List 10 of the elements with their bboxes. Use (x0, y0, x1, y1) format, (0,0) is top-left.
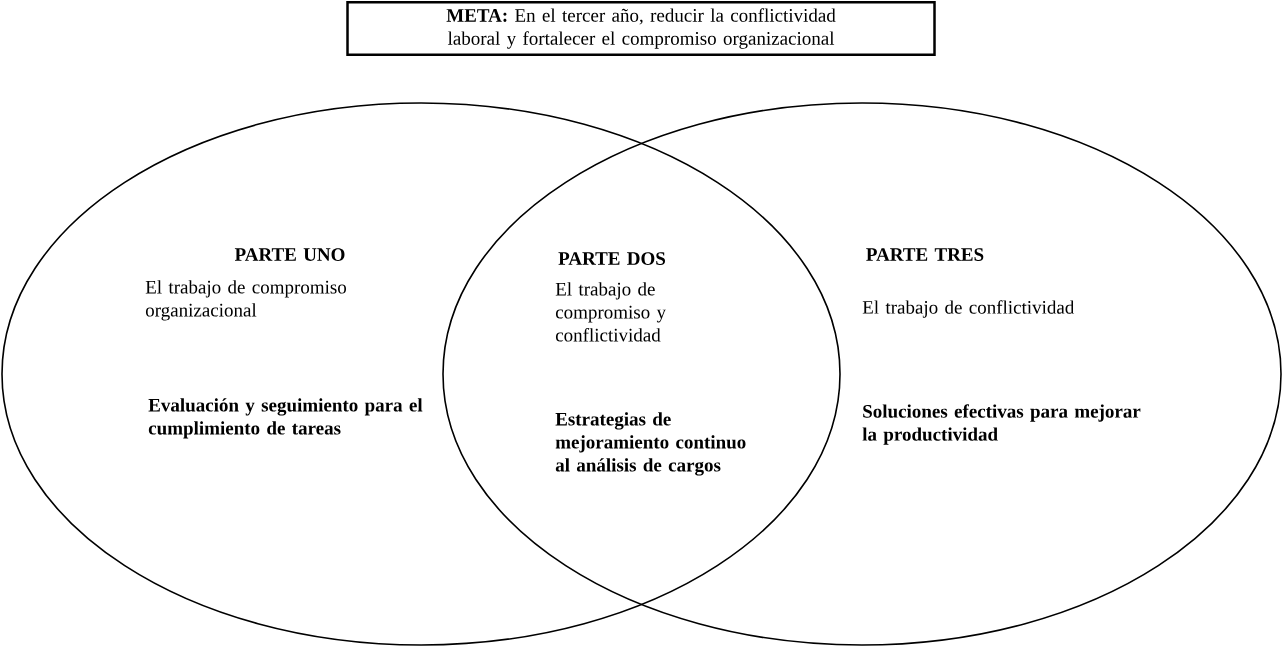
part-description: El trabajo de conflictividad (862, 300, 1075, 318)
part-strategy: Soluciones efectivas para mejorar la productividad (862, 404, 1141, 445)
part-heading: PARTE TRES (866, 248, 984, 261)
goal-box: META: En el tercer año, reducir la conflictividad laboral y fortalecer el compromiso organizacional (346, 1, 936, 56)
part-strategy: Estrategias de mejoramiento continuo al análisis de cargos (555, 412, 746, 476)
part-description: El trabajo de compromiso y conflictividad (555, 282, 666, 342)
part-heading: PARTE UNO (234, 248, 345, 261)
part-heading: PARTE DOS (558, 252, 666, 265)
part-strategy: Evaluación y seguimiento para el cumplimiento de tareas (148, 398, 423, 439)
part-description: El trabajo de compromiso organizacional (145, 280, 347, 321)
